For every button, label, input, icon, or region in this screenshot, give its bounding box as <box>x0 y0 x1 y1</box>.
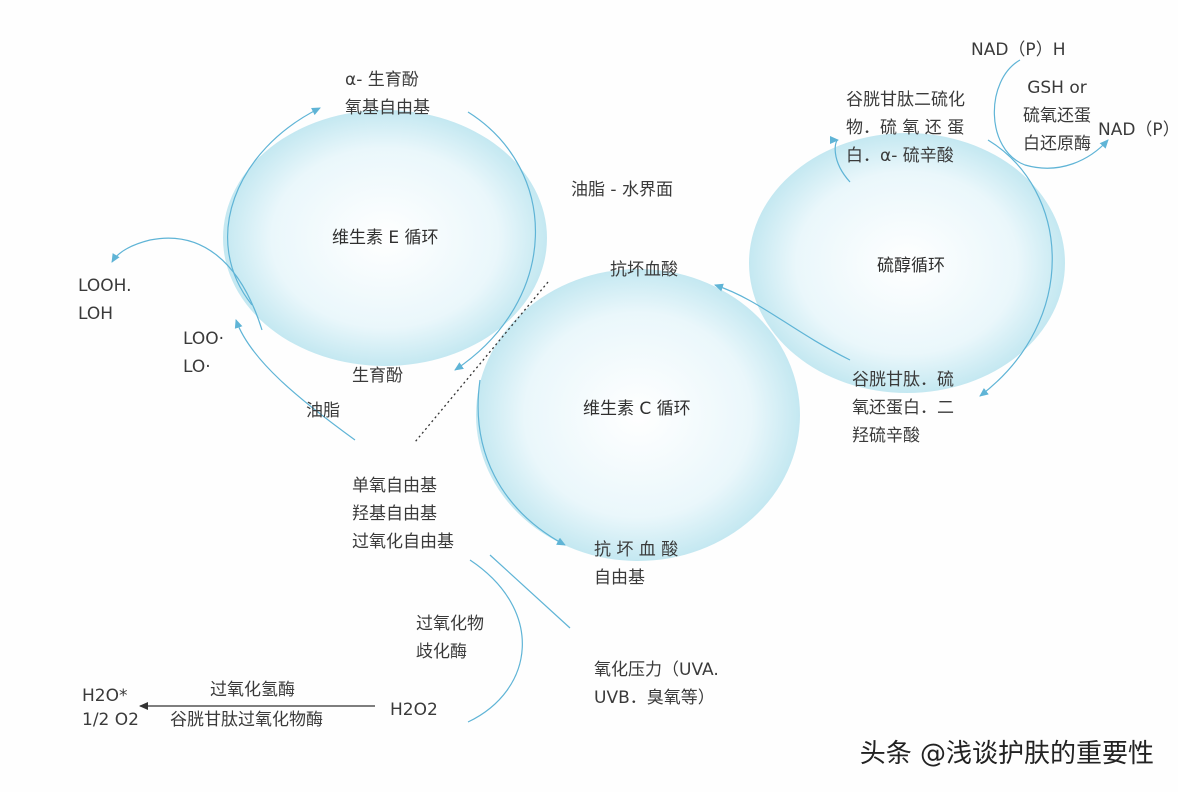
label-lipid: 油脂 <box>306 401 340 421</box>
label-thiol-oxidized: 谷胱甘肽二硫化 物．硫 氧 还 蛋 白．α- 硫辛酸 <box>846 90 965 166</box>
label-gpx: 谷胱甘肽过氧化物酶 <box>170 710 323 730</box>
watermark: 头条 @浅谈护肤的重要性 <box>859 739 1154 769</box>
label-gsh-reductase: GSH or 硫氧还蛋 白还原酶 <box>1023 78 1091 154</box>
vitamin-c-circle <box>476 269 800 561</box>
label-ascorbyl-radical: 抗 坏 血 酸 自由基 <box>594 540 679 588</box>
arrow-looh <box>111 237 263 331</box>
vitamin-c-cycle-label: 维生素 C 循环 <box>583 399 691 419</box>
arrow-lipid-loo <box>234 319 356 441</box>
arrow-thiol-top-left <box>829 136 851 183</box>
arrow-e-right-down <box>454 111 536 371</box>
arrow-e-left-up <box>227 107 321 306</box>
label-catalase: 过氧化氢酶 <box>210 680 295 700</box>
label-ascorbic-acid: 抗坏血酸 <box>610 260 678 280</box>
label-interface: 油脂 - 水界面 <box>571 180 673 200</box>
label-thiol-reduced: 谷胱甘肽．硫 氧还蛋白．二 羟硫辛酸 <box>852 370 954 446</box>
thiol-circle <box>749 133 1065 393</box>
label-loo: LOO· LO· <box>183 329 225 377</box>
label-alpha-tocopheroxyl: α- 生育酚 氧基自由基 <box>345 70 430 118</box>
label-h2o2: H2O2 <box>390 700 438 720</box>
label-products: H2O* 1/2 O2 <box>82 686 139 730</box>
line-stress-1 <box>489 554 571 629</box>
label-radicals: 单氧自由基 羟基自由基 过氧化自由基 <box>352 476 454 552</box>
arrow-thiol-right-down <box>979 139 1053 397</box>
arrow-c-left-down <box>477 379 566 546</box>
thiol-cycle-label: 硫醇循环 <box>877 256 945 276</box>
arrow-thiol-left-up <box>714 283 851 361</box>
label-peroxide-enzyme: 过氧化物 歧化酶 <box>416 614 484 662</box>
label-nadp: NAD（P） <box>1098 120 1178 140</box>
label-oxidative-stress: 氧化压力（UVA. UVB．臭氧等） <box>594 660 719 708</box>
vitamin-e-cycle-label: 维生素 E 循环 <box>332 228 439 248</box>
arc-peroxide <box>467 559 523 723</box>
label-looh: LOOH. LOH <box>78 276 132 324</box>
label-nadph: NAD（P）H <box>971 40 1066 60</box>
vitamin-e-circle <box>223 110 547 366</box>
label-tocopherol: 生育酚 <box>352 366 403 386</box>
arrow-nadph <box>993 59 1109 169</box>
